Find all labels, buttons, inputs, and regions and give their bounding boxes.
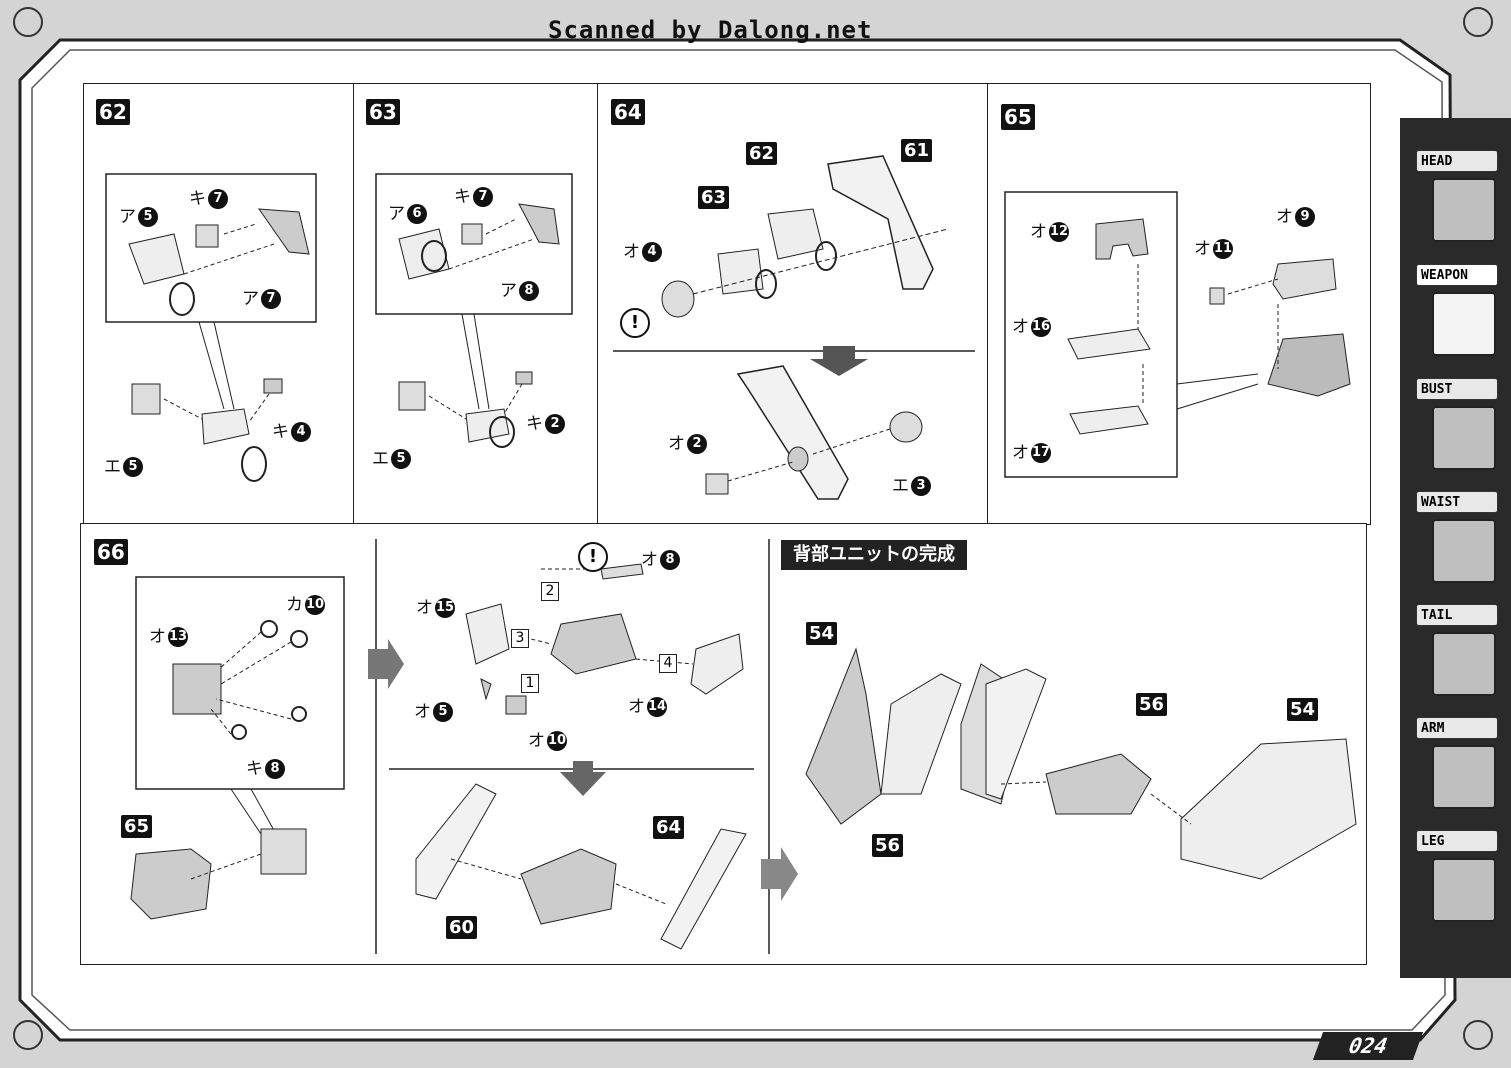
caution-icon: ! <box>620 308 650 338</box>
part-label: 54 <box>1287 698 1319 721</box>
part-label: 56 <box>872 834 904 857</box>
tab-arm[interactable]: ARM <box>1412 717 1500 817</box>
bust-thumbnail-icon <box>1432 406 1496 470</box>
tab-tail[interactable]: TAIL <box>1412 604 1500 704</box>
completion-banner: 背部ユニットの完成 <box>781 540 967 570</box>
step-66-panel: 66 <box>80 523 1367 965</box>
tab-weapon[interactable]: WEAPON <box>1412 264 1500 364</box>
sequence-marker: 3 <box>511 629 529 648</box>
part-label: 65 <box>121 815 153 838</box>
part-label: 60 <box>446 916 478 939</box>
part-label: 63 <box>698 186 730 209</box>
step-62-diagram <box>105 173 317 482</box>
step-number: 64 <box>611 99 645 125</box>
tab-waist[interactable]: WAIST <box>1412 491 1500 591</box>
step-64-diagram <box>613 155 975 500</box>
part-label: 61 <box>901 139 933 162</box>
leg-thumbnail-icon <box>1432 858 1496 922</box>
sequence-marker: 4 <box>659 654 677 673</box>
tab-label: TAIL <box>1416 604 1498 626</box>
corner-emblem-icon <box>13 7 43 37</box>
tab-leg[interactable]: LEG <box>1412 830 1500 930</box>
step-number: 66 <box>94 539 128 565</box>
tab-label: BUST <box>1416 378 1498 400</box>
tab-label: LEG <box>1416 830 1498 852</box>
page-number: 024 <box>1312 1032 1424 1060</box>
part-label: 56 <box>1136 693 1168 716</box>
step-66-diagram <box>130 539 1357 954</box>
step-63-diagram <box>375 173 573 448</box>
tab-bust[interactable]: BUST <box>1412 378 1500 478</box>
sequence-marker: 2 <box>541 582 559 601</box>
tab-label: ARM <box>1416 717 1498 739</box>
part-label: 64 <box>653 816 685 839</box>
waist-thumbnail-icon <box>1432 519 1496 583</box>
sequence-marker: 1 <box>521 674 539 693</box>
tail-thumbnail-icon <box>1432 632 1496 696</box>
step-number: 65 <box>1001 104 1035 130</box>
part-label: 62 <box>746 142 778 165</box>
scan-credit: Scanned by Dalong.net <box>548 16 873 44</box>
caution-icon: ! <box>578 542 608 572</box>
step-number: 62 <box>96 99 130 125</box>
tab-head[interactable]: HEAD <box>1412 150 1500 250</box>
head-thumbnail-icon <box>1432 178 1496 242</box>
tab-label: WEAPON <box>1416 264 1498 286</box>
tab-label: WAIST <box>1416 491 1498 513</box>
step-number: 63 <box>366 99 400 125</box>
step-65-diagram <box>1004 191 1351 478</box>
tab-label: HEAD <box>1416 150 1498 172</box>
weapon-thumbnail-icon <box>1432 292 1496 356</box>
part-label: 54 <box>806 622 838 645</box>
arm-thumbnail-icon <box>1432 745 1496 809</box>
